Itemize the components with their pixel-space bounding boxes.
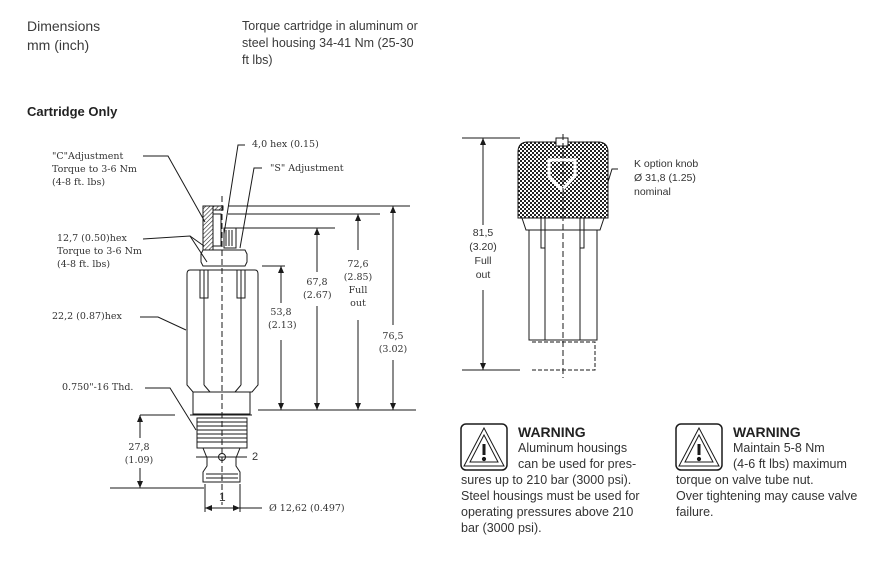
- hex-22-2-label: 22,2 (0.87)hex: [52, 311, 122, 322]
- warning-line: failure.: [676, 505, 714, 519]
- dim-53-8: 53,8 (2.13): [268, 306, 297, 332]
- label-line: Torque to 3-6 Nm: [52, 164, 137, 175]
- dim-72-6: 72,6 (2.85) Full out: [343, 258, 373, 310]
- diameter-label: Ø 12,62 (0.497): [269, 503, 345, 514]
- hex-nut-12-7: [200, 249, 248, 267]
- label-line: Torque to 3-6 Nm: [57, 246, 142, 257]
- warning-title: WARNING: [733, 424, 801, 440]
- c-adjustment-label: "C"Adjustment Torque to 3-6 Nm (4-8 ft. …: [52, 150, 137, 189]
- dim-value: (3.02): [378, 344, 408, 355]
- dim-value: 72,6: [347, 259, 369, 270]
- label-line: (4-8 ft. lbs): [52, 177, 106, 188]
- port-1-label: 1: [219, 490, 226, 504]
- warning-line: torque on valve tube nut.: [676, 473, 814, 487]
- warning-aluminum-housings: WARNING Aluminum housings can be used fo…: [461, 424, 671, 536]
- dimensions-label: Dimensions mm (inch): [27, 17, 100, 55]
- warning-line: Steel housings must be used for: [461, 489, 640, 503]
- knob-drawing: [462, 134, 609, 378]
- dim-value: 81,5: [472, 227, 494, 239]
- c-adjust-cap: [202, 205, 214, 251]
- dim-value: Full: [348, 285, 368, 296]
- label-line: nominal: [634, 186, 671, 198]
- dim-value: 53,8: [270, 307, 292, 318]
- label-line: 12,7 (0.50)hex: [57, 233, 127, 244]
- torque-note: Torque cartridge in aluminum or steel ho…: [242, 18, 418, 69]
- label-line: K option knob: [634, 158, 699, 170]
- dimensions-line-1: Dimensions: [27, 18, 101, 34]
- section-title: Cartridge Only: [27, 104, 118, 119]
- torque-note-line: Torque cartridge in aluminum or: [242, 19, 418, 33]
- dimension-arrows: [137, 206, 396, 511]
- dim-value: out: [475, 269, 491, 281]
- warning-line: can be used for pres-: [518, 457, 637, 471]
- dim-67-8: 67,8 (2.67): [303, 276, 332, 302]
- dim-value: (2.13): [268, 320, 297, 331]
- dim-value: out: [350, 298, 366, 309]
- dim-27-8: 27,8 (1.09): [124, 441, 154, 467]
- s-adjustment-label: "S" Adjustment: [270, 163, 344, 174]
- dim-value: 67,8: [306, 277, 328, 288]
- dim-value: 76,5: [382, 331, 404, 342]
- dim-value: (3.20): [469, 241, 497, 253]
- warning-line: sures up to 210 bar (3000 psi).: [461, 473, 632, 487]
- hex-4-0-label: 4,0 hex (0.15): [252, 139, 319, 150]
- label-line: "C"Adjustment: [52, 151, 124, 162]
- dim-value: Full: [474, 255, 492, 267]
- warning-tube-nut-torque: WARNING Maintain 5-8 Nm (4-6 ft lbs) max…: [676, 424, 884, 520]
- dim-value: 27,8: [128, 442, 150, 453]
- thread-label: 0.750"-16 Thd.: [62, 382, 134, 393]
- hex-12-7-label: 12,7 (0.50)hex Torque to 3-6 Nm (4-8 ft.…: [57, 232, 142, 271]
- warning-line: operating pressures above 210: [461, 505, 634, 519]
- dim-81-5: 81,5 (3.20) Full out: [466, 226, 500, 282]
- warning-title: WARNING: [518, 424, 586, 440]
- k-option-knob-label: K option knob Ø 31,8 (1.25) nominal: [634, 157, 698, 199]
- port-2-label: 2: [252, 451, 259, 463]
- label-line: (4-8 ft. lbs): [57, 259, 111, 270]
- warning-triangle-icon: [675, 423, 723, 471]
- warning-line: Maintain 5-8 Nm: [733, 441, 825, 455]
- dim-value: (2.67): [303, 290, 332, 301]
- warning-triangle-icon: [460, 423, 508, 471]
- dim-value: (2.85): [343, 272, 373, 283]
- dim-value: (1.09): [124, 455, 154, 466]
- warning-line: Over tightening may cause valve: [676, 489, 858, 503]
- warning-line: (4-6 ft lbs) maximum: [733, 457, 847, 471]
- warning-line: bar (3000 psi).: [461, 521, 542, 535]
- torque-note-line: steel housing 34-41 Nm (25-30: [242, 36, 414, 50]
- dim-76-5: 76,5 (3.02): [378, 330, 408, 356]
- warning-line: Aluminum housings: [518, 441, 628, 455]
- torque-note-line: ft lbs): [242, 53, 273, 67]
- dimensions-line-2: mm (inch): [27, 37, 90, 53]
- label-line: Ø 31,8 (1.25): [634, 172, 696, 184]
- hex-body-22-2: [186, 269, 259, 393]
